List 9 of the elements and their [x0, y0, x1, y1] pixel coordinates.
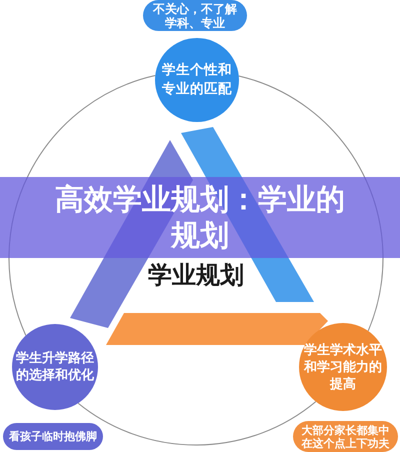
topic-circle: 学生个性和专业的匹配 — [155, 38, 239, 122]
topic-circle: 学生学术水平和学习能力的提高 — [299, 323, 387, 411]
note-pill: 看孩子临时抱佛脚 — [3, 423, 103, 450]
title-banner: 高效学业规划：学业的规划 — [0, 177, 400, 258]
note-pill: 不关心，不了解学科、专业 — [143, 0, 247, 31]
ring-arc — [78, 401, 316, 446]
topic-circle: 学生升学路径的选择和优化 — [12, 324, 98, 410]
note-pill: 大部分家长都集中在这个点上下功夫 — [293, 421, 398, 452]
center-title: 学业规划 — [148, 261, 244, 289]
